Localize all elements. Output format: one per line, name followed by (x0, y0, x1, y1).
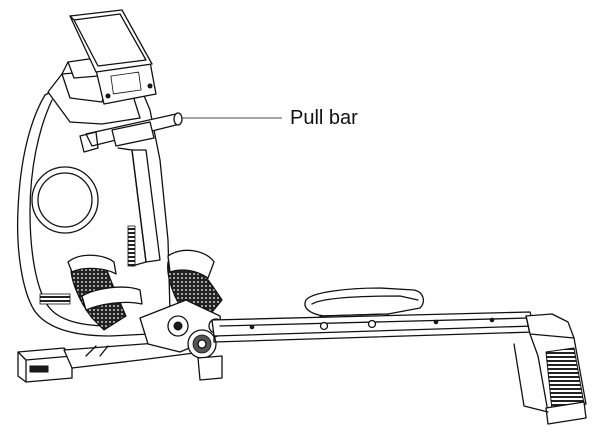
flywheel-housing (17, 79, 171, 337)
pull-bar (79, 112, 183, 153)
left-foot-pedal (67, 254, 143, 331)
monitor (95, 61, 157, 105)
callout-label: Pull bar (290, 107, 358, 129)
rail (211, 311, 535, 343)
rear-support (513, 313, 587, 425)
tablet-holder (69, 9, 153, 73)
rail-mount (139, 299, 224, 381)
pull-bar-callout: Pull bar (182, 107, 358, 129)
